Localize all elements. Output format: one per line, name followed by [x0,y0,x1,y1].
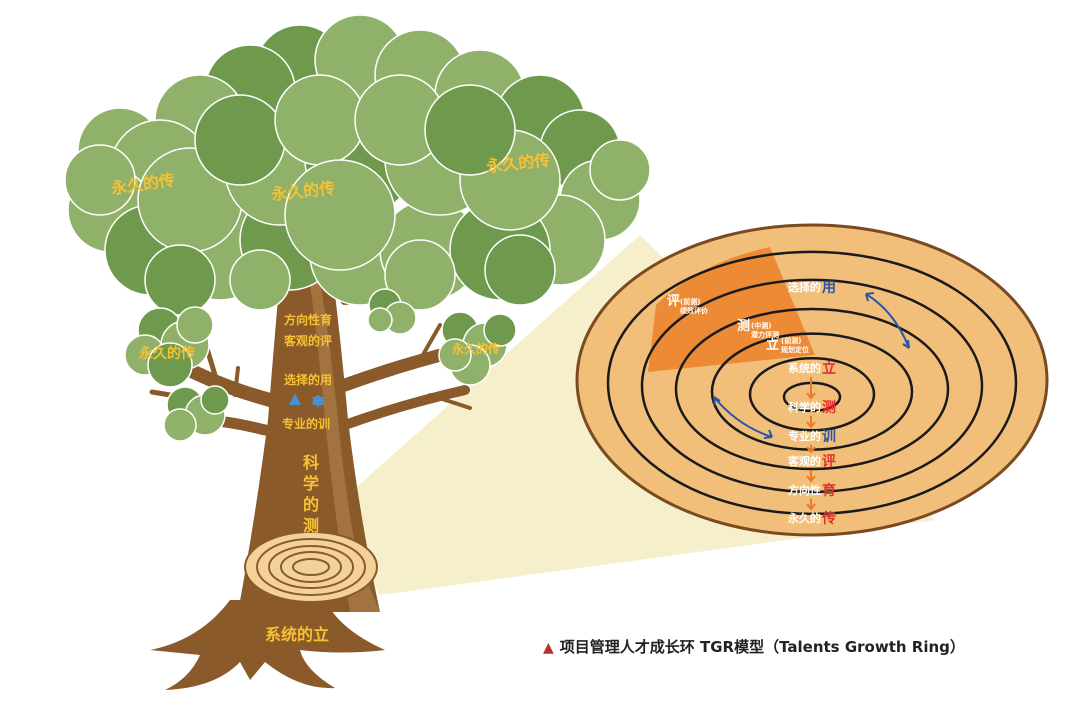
foliage-blob [176,306,214,344]
ring-outline [748,357,876,432]
right-branch-foliage [438,311,517,386]
ring-label-select: 选择的 用 [788,280,836,296]
tree-stump-rings [244,531,378,603]
down-arrow-icon [806,377,816,400]
ring-column-item: 系统的立 [788,360,836,400]
ring-outline [606,250,1018,516]
foliage-blob [589,139,651,201]
foliage-blob [64,144,136,216]
down-arrow-icon [806,416,816,429]
trunk-label-select: 选择的用 [284,372,332,387]
svg-text:永久的: 永久的 [787,511,821,525]
svg-text:立: 立 [822,360,836,377]
growth-ring-outlines [606,250,1018,516]
foliage-blob [200,385,230,415]
down-arrow-icon [806,445,816,454]
branch-label-right: 永久的传 [451,341,500,356]
sector-label-measure: 测 (中测) 潜力评测 [737,318,779,339]
svg-text:测: 测 [822,399,836,416]
cycle-arrows [713,292,910,439]
foliage-blob [144,244,216,316]
stump-label: 系统的立 [265,625,329,644]
ring-outer-border [575,223,1049,537]
svg-text:潜力评测: 潜力评测 [751,330,779,339]
foliage-blob [384,239,456,311]
trunk-label-orient: 方向性育 [284,312,332,327]
svg-text:测: 测 [737,318,750,334]
svg-text:用: 用 [822,280,836,296]
trunk-label-train: 专业的训 [282,416,330,431]
svg-text:(中测): (中测) [751,321,771,330]
middle-branch-foliage [367,288,417,335]
foliage-blob [194,94,286,186]
ring-column-item: 方向性育 [788,482,836,511]
evaluation-sector [648,247,815,372]
tree-roots [150,600,385,690]
ring-outline [640,278,984,494]
svg-text:绩效评价: 绩效评价 [680,306,709,315]
ring-column-item: 客观的评 [787,454,836,483]
sector-label-evaluate: 评 (前测) 绩效评价 [667,294,709,315]
foliage-blob [229,249,291,311]
svg-text:(前测): (前测) [680,297,700,306]
foliage-blob [284,159,396,271]
svg-text:客观的: 客观的 [787,454,821,468]
trunk-label-evaluate: 客观的评 [283,333,332,348]
lower-left-branch-foliage [163,385,230,442]
svg-text:方向性: 方向性 [788,483,821,497]
svg-text:传: 传 [821,510,836,527]
foliage-blob [424,84,516,176]
down-arrow-icon [806,470,816,483]
svg-text:育: 育 [822,482,836,499]
ring-column-item: 科学的测 [788,399,836,429]
left-branch-foliage [124,306,214,388]
caption-text: 项目管理人才成长环 TGR模型（Talents Growth Ring） [559,638,965,656]
sector-label-establish: 立 (前测) 规划定位 [766,336,809,354]
svg-text:选择的: 选择的 [788,280,821,294]
foliage-blob [483,313,517,347]
foliage-blob [484,234,556,306]
svg-text:系统的: 系统的 [788,361,821,375]
branch-label-left: 永久的传 [138,345,195,362]
figure-caption: ▲ 项目管理人才成长环 TGR模型（Talents Growth Ring） [543,636,1063,657]
ring-column-item: 永久的传 [787,510,836,527]
trunk-label-measure: 科学的测 [303,453,319,535]
svg-text:评: 评 [822,454,836,470]
foliage-blob [438,338,472,372]
svg-text:评: 评 [667,294,680,309]
down-arrow-icon [806,499,816,511]
foliage-blob [163,408,197,442]
svg-text:(前测): (前测) [781,336,801,345]
up-down-arrows-icon [289,393,324,408]
svg-text:训: 训 [822,429,836,445]
foliage-blob [274,74,366,166]
foliage-blob [367,307,393,333]
svg-text:科学的: 科学的 [788,400,821,414]
foliage-blob [147,342,193,388]
svg-text:立: 立 [766,337,779,353]
ring-center-column: 系统的立科学的测专业的训客观的评方向性育永久的传 [787,360,836,527]
svg-text:规划定位: 规划定位 [781,345,809,354]
trunk-highlight [308,268,380,612]
caption-triangle-icon: ▲ [543,640,554,656]
ring-outline [674,307,950,471]
ring-column-item: 专业的训 [788,429,836,454]
tree-canopy [64,14,651,316]
svg-text:专业的: 专业的 [788,429,821,443]
